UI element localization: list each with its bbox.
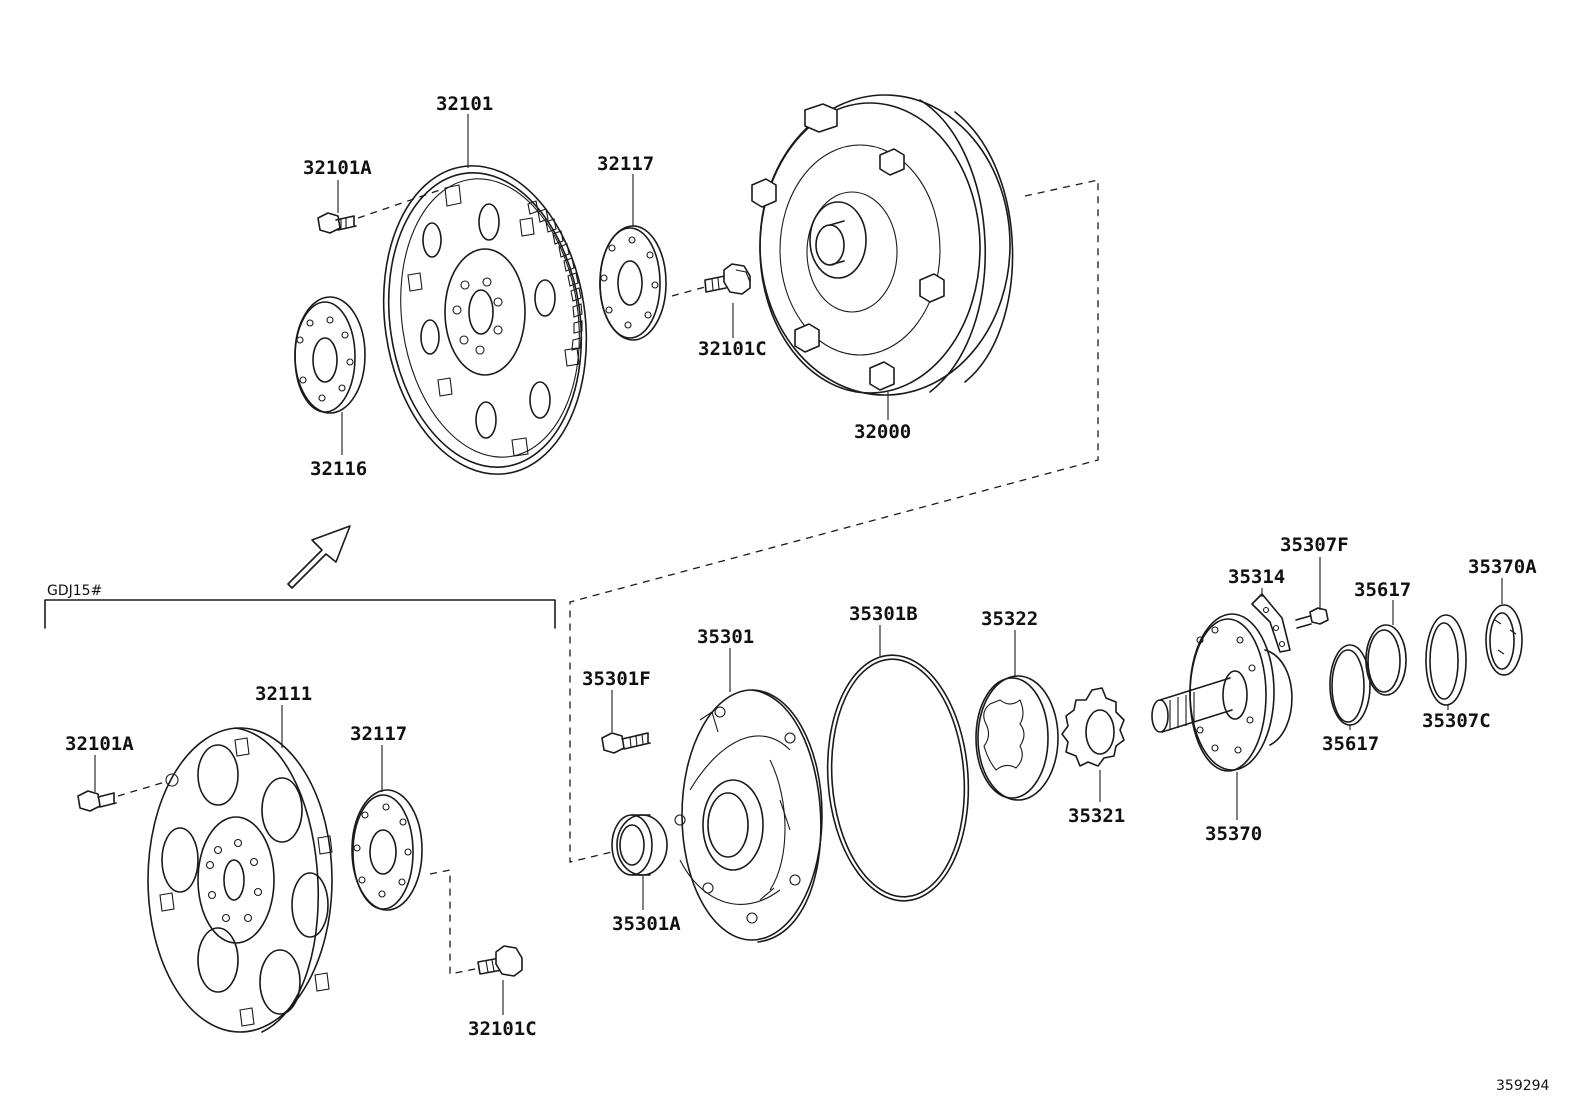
label-32101A-top: 32101A [303, 157, 372, 179]
shim-32117-top [599, 225, 667, 341]
label-35307F: 35307F [1280, 534, 1349, 556]
label-35301F: 35301F [582, 668, 651, 690]
oil-seal-35301A [611, 814, 668, 876]
label-35322: 35322 [981, 608, 1038, 630]
stator-shaft-35370 [1151, 613, 1293, 772]
label-35370A: 35370A [1468, 556, 1537, 578]
bolt-32101A-top [317, 189, 441, 234]
bolt-35301F [601, 732, 651, 754]
variant-bracket [44, 599, 556, 629]
bolt-32101C-bottom [429, 869, 523, 977]
label-32101C-top: 32101C [698, 338, 767, 360]
drive-plate-32111 [147, 727, 333, 1033]
bolt-32101C-top [671, 263, 751, 297]
torque-converter-32000 [751, 94, 1014, 396]
label-32116: 32116 [310, 458, 367, 480]
label-35301A: 35301A [612, 913, 681, 935]
label-35301B: 35301B [849, 603, 918, 625]
bearing-35370A [1485, 604, 1523, 676]
drive-plate-ring-gear [382, 165, 588, 475]
label-32101C-bottom: 32101C [468, 1018, 537, 1040]
drive-gear-35321 [1061, 687, 1125, 767]
arrow-up-right-icon [287, 525, 351, 589]
label-35617-top: 35617 [1354, 579, 1411, 601]
shim-32117-bottom [351, 789, 423, 911]
label-32117-top: 32117 [597, 153, 654, 175]
leader-lines [94, 114, 1503, 1015]
label-32111: 32111 [255, 683, 312, 705]
label-35314: 35314 [1228, 566, 1285, 588]
label-variant: GDJ15# [47, 583, 102, 599]
label-35370: 35370 [1205, 823, 1262, 845]
oil-pump-body-35301 [674, 689, 823, 943]
label-35307C: 35307C [1422, 710, 1491, 732]
bolt-35307F [1295, 607, 1329, 629]
label-35617-bottom: 35617 [1322, 733, 1379, 755]
washer-35307C [1425, 614, 1467, 706]
ring-35617-b [1365, 624, 1407, 696]
label-32101A-bottom: 32101A [65, 733, 134, 755]
label-35301: 35301 [697, 626, 754, 648]
bolt-32101A-bottom [77, 781, 166, 812]
label-32000: 32000 [854, 421, 911, 443]
ring-35617-a [1329, 644, 1371, 726]
label-35321: 35321 [1068, 805, 1125, 827]
plate-35314 [1251, 593, 1291, 653]
spacer-32116 [294, 296, 366, 414]
driven-gear-35322 [975, 675, 1059, 801]
label-32101: 32101 [436, 93, 493, 115]
illustration-number: 359294 [1496, 1078, 1550, 1094]
label-32117-bottom: 32117 [350, 723, 407, 745]
o-ring-35301B [826, 654, 970, 902]
